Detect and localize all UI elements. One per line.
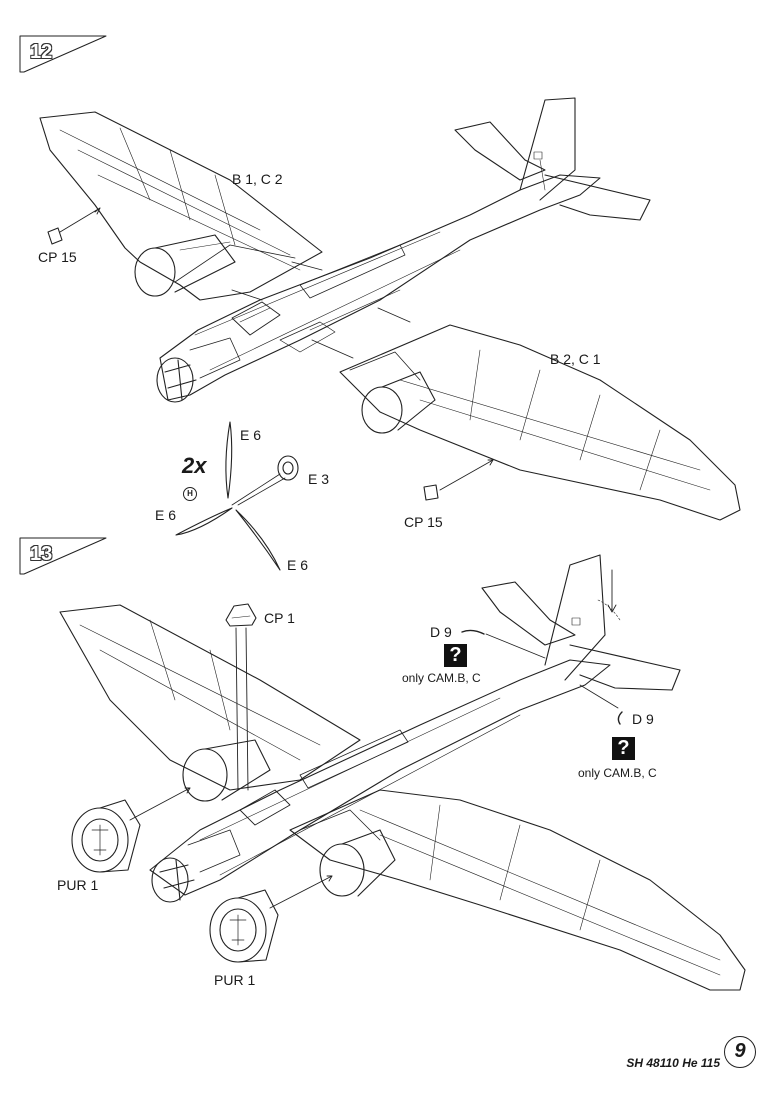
label-cp15-left: CP 15 (38, 249, 77, 265)
pur1-bottom-part (209, 889, 279, 963)
label-cp15-right: CP 15 (404, 514, 443, 530)
kit-code: SH 48110 He 115 (626, 1056, 720, 1070)
pur1-left-part (71, 799, 141, 873)
label-pur1-left: PUR 1 (57, 877, 99, 893)
note-only-cam-2: only CAM.B, C (578, 766, 657, 780)
page-number-badge: 9 (724, 1036, 756, 1068)
cp1-part (225, 603, 257, 791)
step13-right-engine (319, 829, 396, 897)
question-mark-icon: ? (444, 644, 467, 667)
label-d9-right: D 9 (632, 711, 654, 727)
step-13-number: 13 (30, 543, 53, 565)
label-e3: E 3 (308, 471, 330, 487)
h-mark-icon: H (183, 487, 197, 501)
cp15-right-part (423, 484, 439, 501)
step12-left-wing (39, 111, 323, 301)
d9-top-part (461, 629, 485, 635)
label-cp1: CP 1 (264, 610, 295, 626)
step12-left-engine (134, 234, 236, 297)
step12-arrows (59, 207, 494, 491)
step12-propeller (175, 421, 299, 571)
cp15-left-part (47, 227, 63, 245)
step12-fuselage (156, 174, 601, 403)
step12-right-engine (361, 371, 436, 434)
step-12-number: 12 (30, 41, 53, 63)
d9-right-line (579, 684, 619, 709)
label-wing-right: B 2, C 1 (550, 351, 601, 367)
step12-tail (454, 97, 651, 221)
quantity-2x: 2x (182, 453, 207, 478)
label-d9-top: D 9 (430, 624, 452, 640)
page-number: 9 (734, 1040, 746, 1062)
step13-right-wing (289, 789, 746, 991)
step13-left-wing (59, 604, 361, 791)
label-wing-left: B 1, C 2 (232, 171, 283, 187)
label-e6-top: E 6 (240, 427, 262, 443)
step13-tail (481, 554, 681, 691)
step-13-flag (19, 537, 107, 575)
d9-right-part (617, 711, 623, 725)
step-12-flag (19, 35, 107, 73)
label-e6-bottom: E 6 (287, 557, 309, 573)
step12-right-wing (339, 324, 741, 521)
step13-fuselage (149, 659, 611, 903)
step13-left-engine (182, 739, 271, 802)
label-pur1-bottom: PUR 1 (214, 972, 256, 988)
label-e6-left: E 6 (155, 507, 177, 523)
d9-top-line (485, 633, 546, 659)
step13-arrows (129, 569, 617, 909)
question-mark-icon-2: ? (612, 737, 635, 760)
note-only-cam-1: only CAM.B, C (402, 671, 481, 685)
